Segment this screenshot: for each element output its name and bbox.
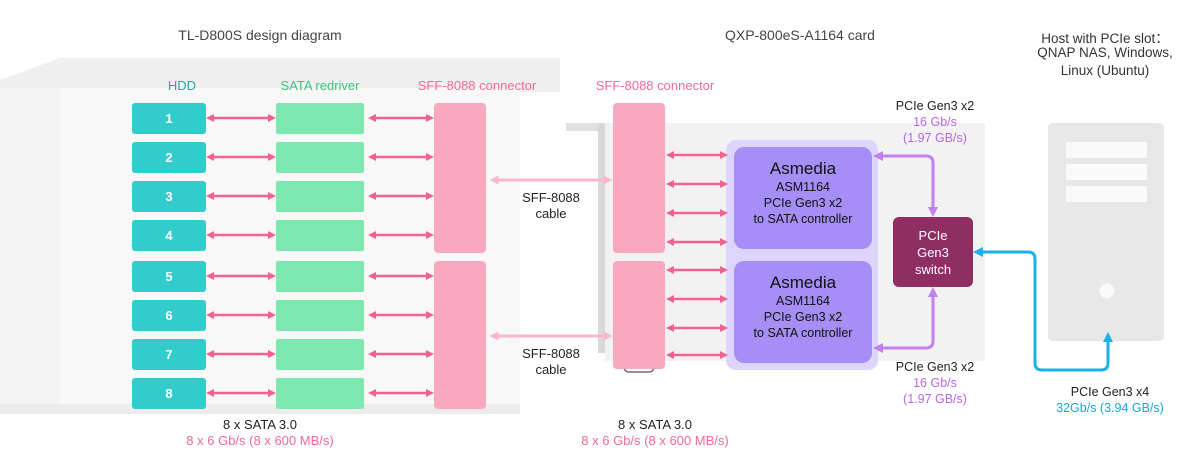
- sata-footer-right-line1: 8 x SATA 3.0: [618, 417, 692, 432]
- switch-line3: switch: [914, 261, 952, 277]
- hdd-box-6: 6: [132, 300, 206, 331]
- header-hdd: HDD: [167, 78, 197, 93]
- redriver-box-6: [276, 300, 364, 331]
- title-left: TL-D800S design diagram: [178, 27, 342, 43]
- link-bottom-speed1: 16 Gb/s: [913, 376, 957, 390]
- hdd-box-4: 4: [132, 220, 206, 251]
- controller-bottom: Asmedia ASM1164 PCIe Gen3 x2 to SATA con…: [734, 261, 872, 363]
- redriver-box-5: [276, 261, 364, 292]
- redriver-box-7: [276, 339, 364, 370]
- cable-label-bottom-line1: SFF-8088: [522, 346, 580, 361]
- redriver-box-4: [276, 220, 364, 251]
- title-right-line2: QNAP NAS, Windows,: [1037, 45, 1173, 60]
- connector-left-bottom: [434, 261, 486, 409]
- controller-bottom-model: ASM1164: [776, 294, 830, 308]
- title-right-line3: Linux (Ubuntu): [1060, 63, 1150, 78]
- link-top-speed1: 16 Gb/s: [913, 115, 957, 129]
- title-right-line1: Host with PCIe slot：: [1041, 31, 1169, 46]
- header-connector-right: SFF-8088 connector: [595, 78, 715, 93]
- redriver-box-1: [276, 103, 364, 134]
- redriver-box-2: [276, 142, 364, 173]
- link-host-label: PCIe Gen3 x4: [1070, 385, 1150, 399]
- cable-label-bottom-line2: cable: [535, 362, 567, 377]
- controller-bottom-desc1: PCIe Gen3 x2: [763, 310, 843, 324]
- pcie-arrow-top: [873, 151, 938, 217]
- switch-line1: PCIe: [918, 227, 948, 243]
- switch-line2: Gen3: [917, 244, 949, 260]
- cable-label-top-line1: SFF-8088: [522, 190, 580, 205]
- link-bottom-speed2: (1.97 GB/s): [903, 392, 967, 406]
- connector-left-top: [434, 103, 486, 253]
- hdd-box-7: 7: [132, 339, 206, 370]
- link-top-speed2: (1.97 GB/s): [903, 131, 967, 145]
- header-connector-left: SFF-8088 connector: [417, 78, 537, 93]
- controller-top: Asmedia ASM1164 PCIe Gen3 x2 to SATA con…: [734, 147, 872, 249]
- cable-label-top-line2: cable: [535, 206, 567, 221]
- pcie-arrow-bottom: [873, 287, 938, 353]
- sata-footer-right-line2: 8 x 6 Gb/s (8 x 600 MB/s): [581, 433, 729, 448]
- link-bottom-label: PCIe Gen3 x2: [895, 360, 975, 374]
- controller-top-desc2: to SATA controller: [753, 212, 853, 226]
- redriver-box-8: [276, 378, 364, 409]
- hdd-box-5: 5: [132, 261, 206, 292]
- title-middle: QXP-800eS-A1164 card: [725, 27, 875, 43]
- controller-top-model: ASM1164: [776, 180, 830, 194]
- sata-footer-left-line2: 8 x 6 Gb/s (8 x 600 MB/s): [186, 433, 334, 448]
- controller-bottom-desc2: to SATA controller: [753, 326, 853, 340]
- sata-arrows: [206, 114, 728, 397]
- hdd-box-3: 3: [132, 181, 206, 212]
- redriver-box-3: [276, 181, 364, 212]
- controller-bottom-name: Asmedia: [769, 273, 837, 292]
- host-pc-icon: [1048, 123, 1164, 341]
- controller-top-desc1: PCIe Gen3 x2: [763, 196, 843, 210]
- connector-right-top: [613, 103, 665, 253]
- sata-footer-left-line1: 8 x SATA 3.0: [223, 417, 297, 432]
- link-host-speed: 32Gb/s (3.94 GB/s): [1056, 401, 1164, 415]
- hdd-box-8: 8: [132, 378, 206, 409]
- pcie-x2-arrows: [873, 151, 938, 353]
- pcie-x4-arrow: [973, 247, 1113, 372]
- controller-top-name: Asmedia: [769, 159, 837, 178]
- connector-right-bottom: [613, 261, 665, 369]
- hdd-box-2: 2: [132, 142, 206, 173]
- cable-arrows: [489, 175, 613, 341]
- pcie-switch: PCIe Gen3 switch: [893, 217, 973, 287]
- link-top-label: PCIe Gen3 x2: [895, 99, 975, 113]
- header-redriver: SATA redriver: [280, 78, 360, 93]
- hdd-box-1: 1: [132, 103, 206, 134]
